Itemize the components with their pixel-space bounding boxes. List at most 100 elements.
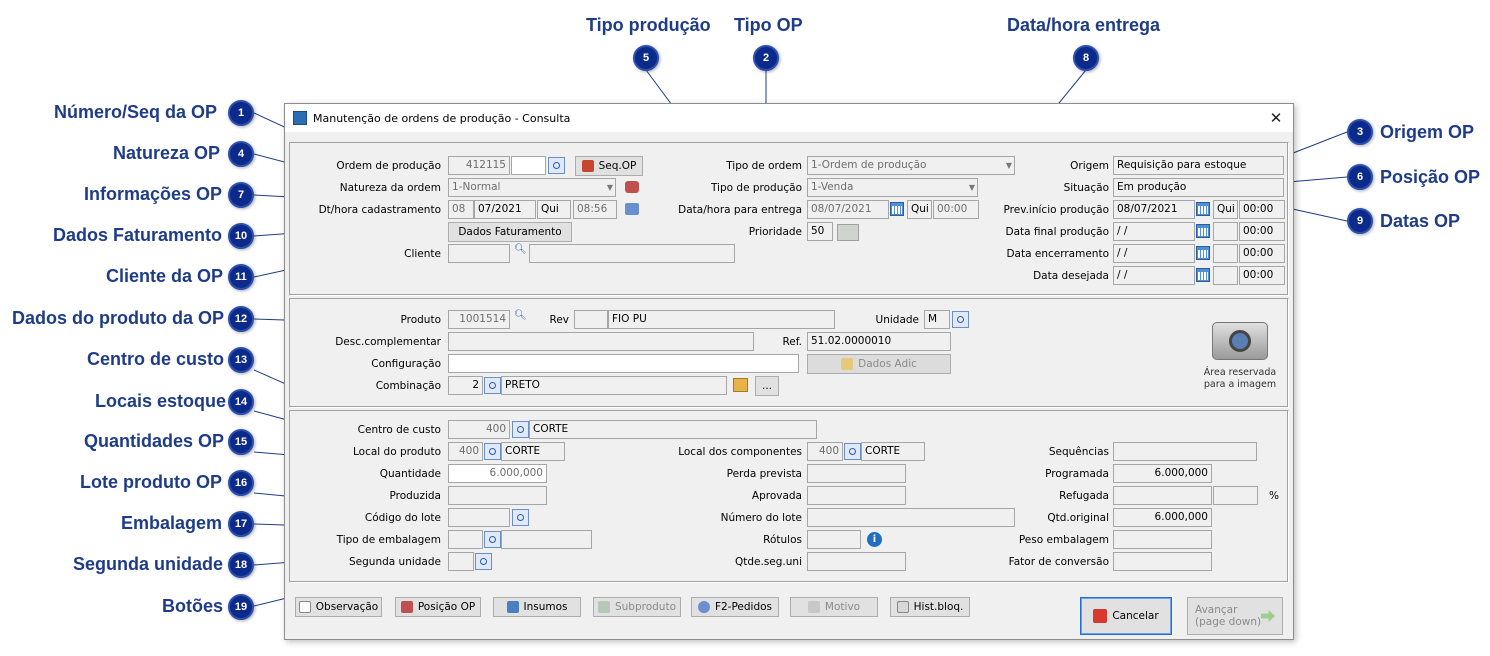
calendar-icon[interactable] <box>1196 246 1210 260</box>
op-window: Manutenção de ordens de produção - Consu… <box>284 103 1294 640</box>
search-icon[interactable] <box>484 443 501 460</box>
prev-inicio-label: Prev.início produção <box>1003 204 1110 216</box>
prev-inicio-time-field[interactable]: 00:00 <box>1239 200 1285 219</box>
dados-faturamento-button[interactable]: Dados Faturamento <box>448 222 572 242</box>
aprovada-field <box>807 486 906 505</box>
prev-inicio-date-field[interactable]: 08/07/2021 <box>1113 200 1195 219</box>
edit-icon[interactable] <box>625 203 639 215</box>
search-icon[interactable] <box>475 553 492 570</box>
origem-label: Origem <box>1070 160 1109 172</box>
tipo-embalagem-label: Tipo de embalagem <box>336 534 441 546</box>
avancar-button[interactable]: Avançar (page down) <box>1187 597 1283 635</box>
codigo-lote-field[interactable] <box>448 508 510 527</box>
dados-adic-button[interactable]: Dados Adic <box>807 354 951 374</box>
search-icon[interactable] <box>512 421 529 438</box>
chevron-down-icon: ▼ <box>606 183 613 192</box>
tipo-embalagem-code-field[interactable] <box>448 530 483 549</box>
info-icon[interactable]: i <box>867 532 882 547</box>
entrega-time-field[interactable]: 00:00 <box>933 200 979 219</box>
hist-bloq-button[interactable]: Hist.bloq. <box>890 597 970 617</box>
ordem-seq-field[interactable] <box>511 156 546 175</box>
calendar-icon[interactable] <box>1196 268 1210 282</box>
encerramento-date-field[interactable]: / / <box>1113 244 1195 263</box>
callout-label: Origem OP <box>1380 122 1475 142</box>
cancelar-button[interactable]: Cancelar <box>1080 597 1172 635</box>
camera-icon <box>1212 322 1268 360</box>
ordem-number-field[interactable]: 412115 <box>448 156 510 175</box>
tipo-producao-label: Tipo de produção <box>710 182 802 194</box>
combinacao-code-field[interactable]: 2 <box>448 376 483 395</box>
prioridade-label: Prioridade <box>748 226 802 238</box>
search-icon[interactable] <box>952 311 969 328</box>
desejada-time-field[interactable]: 00:00 <box>1239 266 1285 285</box>
prioridade-field[interactable]: 50 <box>807 222 833 241</box>
callout-badge: 13 <box>228 347 254 373</box>
search-icon[interactable] <box>484 377 501 394</box>
cliente-code-field[interactable] <box>448 244 510 263</box>
local-componentes-code-field[interactable]: 400 <box>807 442 843 461</box>
search-icon[interactable] <box>512 509 529 526</box>
motivo-button[interactable]: Motivo <box>790 597 878 617</box>
calendar-icon[interactable] <box>890 202 904 216</box>
refugada-label: Refugada <box>1059 490 1109 502</box>
centro-custo-label: Centro de custo <box>357 424 441 436</box>
eraser-icon[interactable] <box>625 181 639 193</box>
posicao-op-button[interactable]: Posição OP <box>395 597 481 617</box>
configuracao-label: Configuração <box>371 358 441 370</box>
segunda-unidade-field[interactable] <box>448 552 474 571</box>
desejada-date-field[interactable]: / / <box>1113 266 1195 285</box>
calendar-icon[interactable] <box>1196 224 1210 238</box>
peso-embalagem-label: Peso embalagem <box>1018 534 1109 546</box>
segunda-unidade-label: Segunda unidade <box>349 556 441 568</box>
callout-badge: 5 <box>633 45 659 71</box>
encerramento-time-field[interactable]: 00:00 <box>1239 244 1285 263</box>
close-icon[interactable]: ✕ <box>1269 109 1283 127</box>
folder-icon[interactable] <box>733 378 748 392</box>
calendar-icon[interactable] <box>1196 202 1210 216</box>
callout-badge: 3 <box>1347 119 1373 145</box>
dt-cad-day-field[interactable]: 08 <box>448 200 474 219</box>
combinacao-name-field: PRETO <box>501 376 727 395</box>
dt-cad-weekday: Qui <box>537 200 571 219</box>
search-icon[interactable] <box>548 157 565 174</box>
callout-badge: 6 <box>1347 164 1373 190</box>
dt-cad-time-field[interactable]: 08:56 <box>573 200 617 219</box>
priority-icon[interactable] <box>837 224 859 241</box>
sequencias-field <box>1113 442 1257 461</box>
callout-label: Posição OP <box>1380 167 1481 187</box>
search-icon[interactable] <box>484 531 501 548</box>
search-icon[interactable]: 🔍︎ <box>514 244 527 255</box>
percent-sign: % <box>1269 490 1279 502</box>
unidade-field[interactable]: M <box>924 310 950 329</box>
f2-pedidos-button[interactable]: F2-Pedidos <box>691 597 779 617</box>
data-final-date-field[interactable]: / / <box>1113 222 1195 241</box>
unidade-label: Unidade <box>875 314 919 326</box>
callout-badge: 14 <box>228 389 254 415</box>
produto-code-field[interactable]: 1001514 <box>448 310 510 329</box>
centro-custo-code-field[interactable]: 400 <box>448 420 510 439</box>
configuracao-field[interactable] <box>448 354 799 373</box>
quantidade-field[interactable]: 6.000,000 <box>448 464 547 483</box>
callout-label: Dados Faturamento <box>53 225 223 245</box>
callout-label: Informações OP <box>84 184 223 204</box>
seq-op-button[interactable]: Seq.OP <box>575 156 643 176</box>
more-button[interactable]: ... <box>755 376 779 396</box>
tipo-producao-select[interactable]: 1-Venda▼ <box>807 178 978 197</box>
note-icon <box>298 601 311 613</box>
tipo-ordem-select[interactable]: 1-Ordem de produção▼ <box>807 156 1015 175</box>
entrega-date-field[interactable]: 08/07/2021 <box>807 200 889 219</box>
insumos-button[interactable]: Insumos <box>493 597 581 617</box>
dt-cad-date-field[interactable]: 07/2021 <box>474 200 536 219</box>
data-final-time-field[interactable]: 00:00 <box>1239 222 1285 241</box>
subproduto-button[interactable]: Subproduto <box>593 597 681 617</box>
search-icon[interactable] <box>844 443 861 460</box>
natureza-select[interactable]: 1-Normal▼ <box>448 178 616 197</box>
rev-field <box>574 310 608 329</box>
observacao-button[interactable]: Observação <box>295 597 382 617</box>
callout-badge: 2 <box>753 45 779 71</box>
callout-label: Dados do produto da OP <box>12 308 224 328</box>
product-panel <box>289 298 1289 408</box>
local-produto-code-field[interactable]: 400 <box>448 442 483 461</box>
search-icon[interactable]: 🔍︎ <box>514 310 527 321</box>
